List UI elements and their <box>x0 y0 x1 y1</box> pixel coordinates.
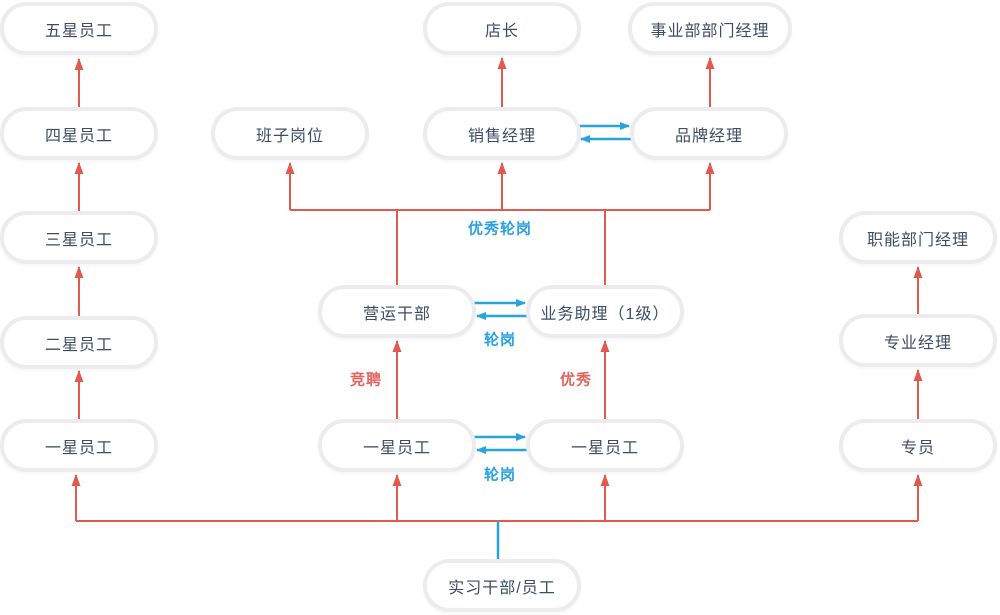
node-label: 一星员工 <box>570 439 639 457</box>
node-label: 专业经理 <box>883 334 952 352</box>
node-operations-cadre: 营运干部 <box>318 285 476 338</box>
node-professional-manager: 专业经理 <box>839 314 997 367</box>
node-label: 业务助理（1级） <box>540 305 670 323</box>
node-division-department-manager: 事业部部门经理 <box>628 2 792 55</box>
node-label: 店长 <box>484 22 519 40</box>
node-one-star-employee-mid-left: 一星员工 <box>318 419 476 472</box>
node-label: 职能部门经理 <box>866 231 969 249</box>
promotion-edges <box>71 57 923 522</box>
node-label: 销售经理 <box>467 127 536 145</box>
node-business-assistant-l1: 业务助理（1级） <box>526 285 684 338</box>
node-one-star-employee-left: 一星员工 <box>0 419 158 472</box>
node-specialist: 专员 <box>839 419 997 472</box>
node-one-star-employee-mid-right: 一星员工 <box>526 419 684 472</box>
node-functional-department-manager: 职能部门经理 <box>839 211 997 264</box>
edge-label-excellent: 优秀 <box>559 371 593 389</box>
node-label: 二星员工 <box>44 336 113 354</box>
node-two-star-employee: 二星员工 <box>0 316 158 369</box>
node-label: 专员 <box>900 439 935 457</box>
node-three-star-employee: 三星员工 <box>0 211 158 264</box>
node-sales-manager: 销售经理 <box>423 107 581 160</box>
node-brand-manager: 品牌经理 <box>630 107 788 160</box>
node-label: 三星员工 <box>44 231 113 249</box>
node-store-manager: 店长 <box>423 2 581 55</box>
node-five-star-employee: 五星员工 <box>0 2 158 55</box>
node-team-position: 班子岗位 <box>211 107 369 160</box>
edge-label-compete: 竞聘 <box>349 371 383 389</box>
node-label: 一星员工 <box>44 439 113 457</box>
node-label: 班子岗位 <box>255 127 324 145</box>
node-label: 一星员工 <box>362 439 431 457</box>
rotation-edges <box>474 122 633 559</box>
node-label: 实习干部/员工 <box>448 579 556 597</box>
node-label: 品牌经理 <box>674 127 743 145</box>
node-label: 事业部部门经理 <box>650 22 770 40</box>
node-label: 五星员工 <box>44 22 113 40</box>
edge-label-rotation-bottom: 轮岗 <box>483 466 517 484</box>
node-four-star-employee: 四星员工 <box>0 107 158 160</box>
node-label: 四星员工 <box>44 127 113 145</box>
node-intern-staff: 实习干部/员工 <box>423 559 581 612</box>
edge-label-rotation-mid: 轮岗 <box>483 331 517 349</box>
node-label: 营运干部 <box>362 305 431 323</box>
edge-label-excellent-rotation: 优秀轮岗 <box>467 220 533 238</box>
